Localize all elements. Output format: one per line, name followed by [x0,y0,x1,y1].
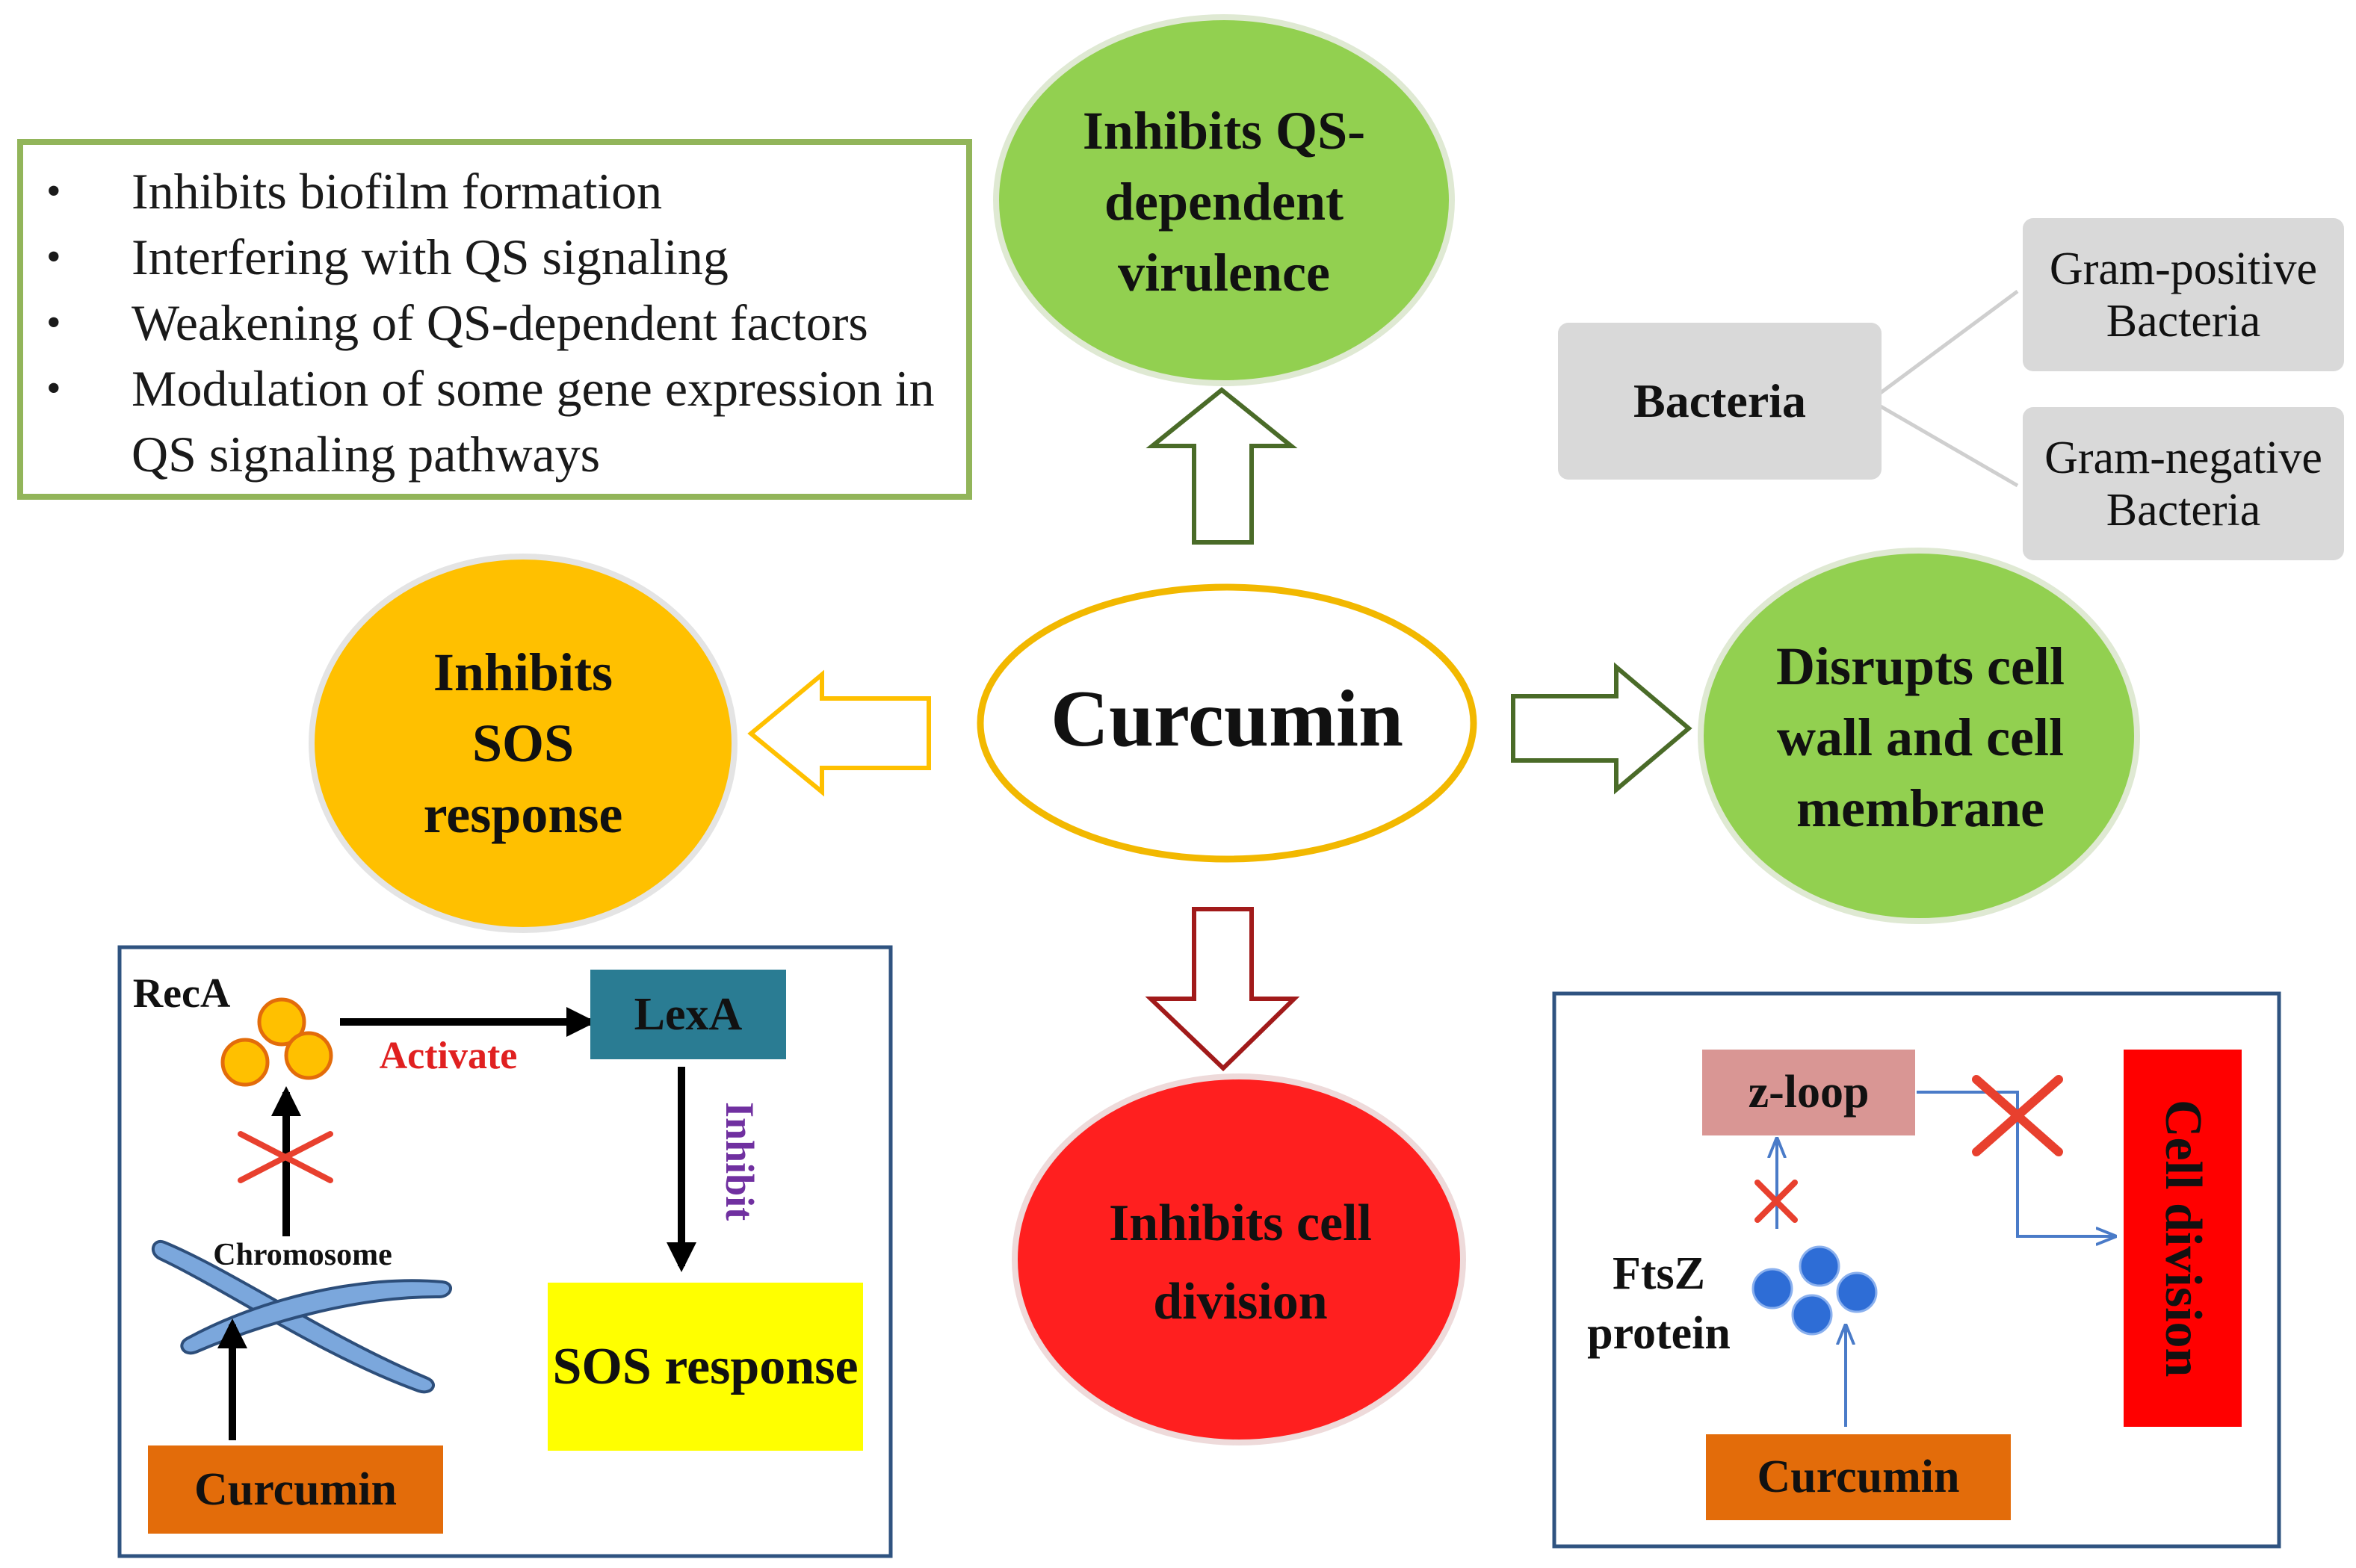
curcumin-center-node [977,583,1477,863]
lexa-label: LexA [634,988,743,1040]
sos-curcumin-box [148,1445,443,1534]
zloop-blocked-cross [1754,1180,1798,1223]
curcumin-center-label: Curcumin [1050,675,1404,763]
activate-label: Activate [379,1034,518,1077]
arrow-down [1145,907,1300,1072]
sos-curcumin-label: Curcumin [194,1463,397,1515]
bacteria-root-label: Bacteria [1633,374,1806,427]
qs-effect-item: Weakening of QS-dependent factors [40,290,953,356]
qs-effect-item: Modulation of some gene expression in QS… [40,356,953,487]
arrow-left [747,669,931,797]
cell-wall-node [1698,548,2140,924]
gram-positive-label: Gram-positive Bacteria [2049,243,2318,347]
bacteria-root-box [1558,323,1882,480]
division-curcumin-box [1706,1434,2011,1520]
cell-division-node [1012,1073,1466,1445]
arrow-up [1145,387,1298,545]
qs-virulence-label: Inhibits QS-dependent virulence [1082,100,1366,303]
reca-blocked-cross [238,1131,333,1183]
cell-division-label-vertical: Cell division [2154,1099,2212,1378]
chromosome-graphic [151,1239,452,1394]
gram-negative-box [2023,407,2344,560]
reca-label: RecA [132,970,231,1017]
division-curcumin-label: Curcumin [1757,1451,1960,1502]
division-blocked-cross [1972,1075,2063,1156]
chromosome-label: Chromosome [213,1238,392,1272]
zloop-to-division-arrow [1917,1091,2115,1236]
qs-virulence-node [993,14,1455,386]
zloop-label: z-loop [1748,1067,1870,1118]
bacteria-connectors [1869,289,2019,488]
cell-wall-label: Disrupts cell wall and cell membrane [1776,636,2065,838]
sos-response-label: Inhibits SOS response [423,642,623,844]
reca-protein [220,997,333,1087]
ftsz-label: FtsZ protein [1587,1248,1731,1359]
ftsz-protein-cluster [1751,1245,1878,1336]
qs-effect-item: Inhibits biofilm formation [40,158,953,224]
sos-response-box [548,1283,863,1451]
arrow-right [1511,662,1692,795]
gram-negative-label: Gram-negative Bacteria [2044,432,2322,536]
inhibit-label: Inhibit [717,1102,762,1221]
zloop-box [1702,1050,1915,1135]
cell-division-box [2124,1050,2242,1427]
qs-effect-item: Interfering with QS signaling [40,224,953,290]
lexa-box [590,970,786,1059]
cell-division-label: Inhibits cell division [1108,1194,1373,1330]
sos-response-node [309,554,738,933]
gram-positive-box [2023,218,2344,371]
qs-effects-list: Inhibits biofilm formation Interfering w… [40,158,953,487]
sos-box-label: SOS response [552,1338,859,1395]
